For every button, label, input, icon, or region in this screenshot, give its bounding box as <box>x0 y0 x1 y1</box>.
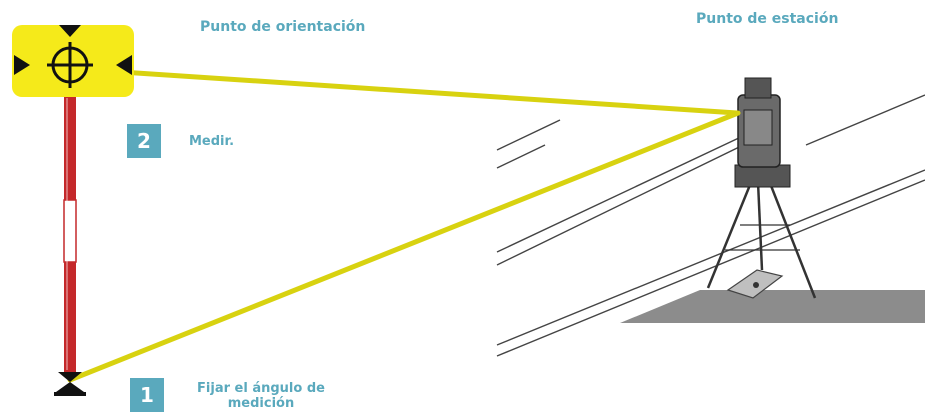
crosshair-target-icon <box>12 25 134 97</box>
sight-lines <box>67 67 741 383</box>
step-1-text: Fijar el ángulo de medición <box>197 381 325 411</box>
step-2-badge: 2 <box>127 124 161 158</box>
step-2-text: Medir. <box>189 134 235 149</box>
ground-sketch <box>496 94 925 357</box>
step-1-badge: 1 <box>130 378 164 412</box>
ground-shadow <box>620 290 925 323</box>
range-pole <box>63 96 77 372</box>
ground-marker-icon <box>54 372 86 396</box>
orientation-point-label: Punto de orientación <box>200 19 366 35</box>
total-station-icon <box>706 77 817 299</box>
station-point-label: Punto de estación <box>696 11 839 27</box>
